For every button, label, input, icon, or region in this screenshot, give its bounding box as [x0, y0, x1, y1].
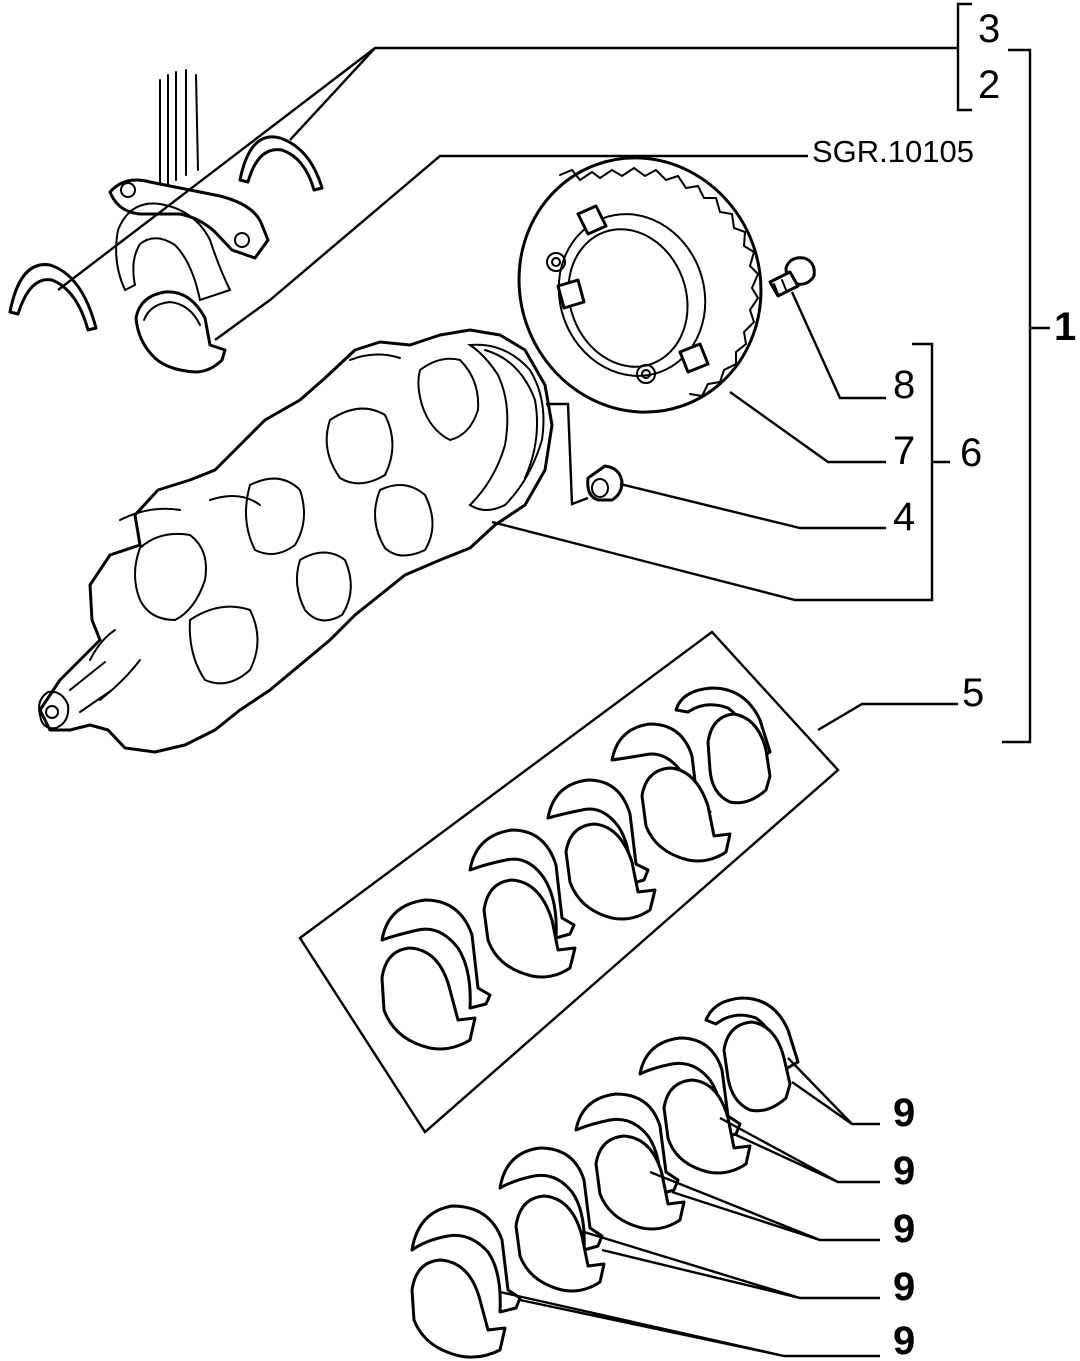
bearing-shell-pair [498, 1146, 606, 1293]
bearing-shell-pair [468, 828, 577, 979]
timing-gear-wheel [517, 156, 763, 414]
callout-1: 1 [1054, 305, 1076, 349]
gear-screw [768, 256, 816, 298]
thrust-washer-half-upper [238, 135, 324, 192]
bearing-shell-pair [610, 722, 732, 863]
crankshaft [38, 328, 554, 754]
callout-8: 8 [893, 363, 915, 407]
callout-9: 9 [893, 1091, 915, 1135]
bearing-shell-pair [380, 898, 492, 1051]
callout-9: 9 [893, 1207, 915, 1251]
undersize-bearing-shells [410, 996, 800, 1359]
callout-9: 9 [893, 1265, 915, 1309]
con-rod-bearing-shell [134, 290, 227, 374]
connecting-rod [108, 69, 270, 302]
bearing-shell-pair [674, 686, 772, 805]
dowel-pin [586, 464, 624, 502]
callout-9: 9 [893, 1319, 915, 1361]
bearing-shell-pair [704, 996, 800, 1113]
bearing-shell-pair [638, 1036, 752, 1175]
bearing-shell-pair [546, 778, 657, 921]
leader-lines [57, 2, 1050, 1358]
callout-3: 3 [978, 7, 1000, 51]
bearing-shell-pair [410, 1204, 522, 1359]
callout-5: 5 [962, 671, 984, 715]
callout-4: 4 [893, 495, 915, 539]
callout-9: 9 [893, 1149, 915, 1193]
callout-6: 6 [960, 431, 982, 475]
callout-7: 7 [893, 429, 915, 473]
reference-code: SGR.10105 [812, 134, 974, 169]
callout-2: 2 [978, 63, 1000, 107]
thrust-washer-half-lower [8, 263, 98, 332]
main-bearing-shell-set [298, 630, 840, 1134]
